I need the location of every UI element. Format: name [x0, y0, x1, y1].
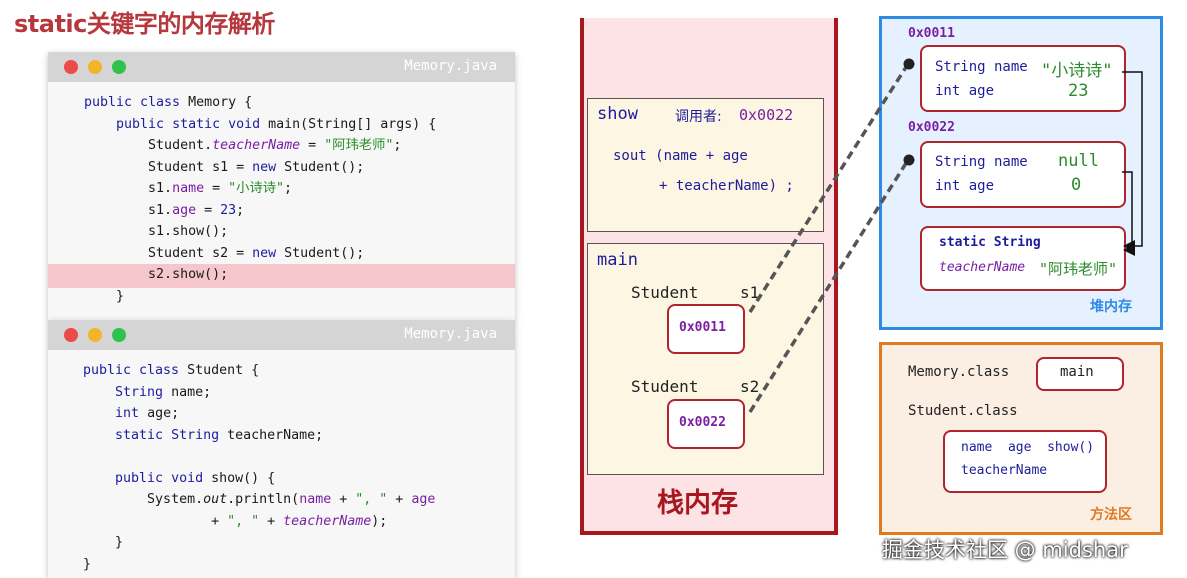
code-line: s1.age = 23; — [148, 202, 245, 218]
obj1-age-value: 23 — [1068, 81, 1089, 101]
code-line: + ", " + teacherName); — [211, 513, 388, 529]
code-window-student: Memory.java public class Student { Strin… — [48, 320, 515, 578]
window-titlebar: Memory.java — [48, 320, 515, 350]
obj1-name-value: "小诗诗" — [1041, 61, 1113, 81]
code-window-memory: Memory.java public class Memory { public… — [48, 52, 515, 320]
window-filename: Memory.java — [404, 326, 497, 342]
memory-class-label: Memory.class — [908, 364, 1010, 380]
obj2-address: 0x0022 — [908, 120, 955, 135]
minimize-dot-icon[interactable] — [88, 328, 102, 342]
maximize-dot-icon[interactable] — [112, 60, 126, 74]
obj2-box — [920, 141, 1126, 208]
static-field: teacherName — [939, 260, 1026, 275]
obj1-age-decl: int age — [935, 83, 995, 99]
stack-label: 栈内存 — [657, 488, 738, 519]
watermark: 掘金技术社区 @ midshar — [882, 538, 1128, 562]
var1-type: Student — [631, 283, 699, 302]
code-line: Student s2 = new Student(); — [148, 245, 365, 261]
main-method-box — [1036, 357, 1124, 391]
method-area-label: 方法区 — [1090, 507, 1132, 523]
student-members-line-2: teacherName — [961, 463, 1048, 478]
obj1-name-decl: String name — [935, 59, 1028, 75]
code-line: String name; — [115, 384, 212, 400]
s1-address: 0x0011 — [679, 320, 726, 335]
code-line: public class Student { — [83, 363, 260, 378]
code-block-student: public class Student { String name; int … — [83, 360, 515, 575]
obj2-age-decl: int age — [935, 178, 995, 194]
window-titlebar: Memory.java — [48, 52, 515, 82]
s2-address: 0x0022 — [679, 415, 726, 430]
obj1-address: 0x0011 — [908, 26, 955, 41]
minimize-dot-icon[interactable] — [88, 60, 102, 74]
code-line: } — [83, 556, 92, 572]
s2-address-box — [667, 399, 745, 449]
close-dot-icon[interactable] — [64, 328, 78, 342]
static-decl: static String — [939, 235, 1041, 250]
main-method: main — [1060, 364, 1094, 380]
code-line: public static void main(String[] args) { — [116, 116, 437, 132]
page-title: static关键字的内存解析 — [14, 10, 275, 38]
obj2-name-value: null — [1058, 151, 1099, 171]
code-line: Student.teacherName = "阿玮老师"; — [148, 138, 402, 153]
var2-type: Student — [631, 377, 699, 396]
static-value: "阿玮老师" — [1039, 260, 1118, 278]
caller-label: 调用者: — [675, 109, 722, 125]
show-frame-name: show — [597, 104, 638, 124]
main-frame-name: main — [597, 250, 638, 270]
student-members-line-1: name age show() — [961, 440, 1095, 455]
code-line: Student s1 = new Student(); — [148, 159, 365, 175]
code-line: int age; — [115, 406, 180, 421]
obj2-name-decl: String name — [935, 154, 1028, 170]
code-line: public class Memory { — [84, 95, 253, 110]
maximize-dot-icon[interactable] — [112, 328, 126, 342]
code-block-memory: public class Memory { public static void… — [84, 92, 515, 307]
heap-label: 堆内存 — [1090, 299, 1132, 315]
show-code-line-1: sout (name + age — [613, 148, 748, 164]
var2-name: s2 — [740, 377, 760, 396]
s1-address-box — [667, 304, 745, 354]
student-members-box — [943, 430, 1107, 493]
window-filename: Memory.java — [404, 58, 497, 74]
static-area-box — [920, 226, 1126, 291]
code-line: s1.name = "小诗诗"; — [148, 181, 293, 196]
close-dot-icon[interactable] — [64, 60, 78, 74]
show-code-line-2: + teacherName) ; — [659, 178, 794, 194]
obj2-age-value: 0 — [1071, 175, 1082, 195]
highlighted-line — [48, 264, 515, 288]
code-line-highlighted: s2.show(); — [148, 267, 229, 282]
code-line: public void show() { — [115, 470, 276, 486]
obj1-box — [920, 45, 1126, 112]
code-line: } — [115, 535, 124, 550]
caller-value: 0x0022 — [739, 106, 794, 124]
code-line: s1.show(); — [148, 224, 229, 239]
code-line: static String teacherName; — [115, 427, 324, 443]
var1-name: s1 — [740, 283, 760, 302]
student-class-label: Student.class — [908, 403, 1018, 419]
code-line: System.out.println(name + ", " + age — [147, 492, 436, 507]
code-line: } — [116, 288, 125, 304]
